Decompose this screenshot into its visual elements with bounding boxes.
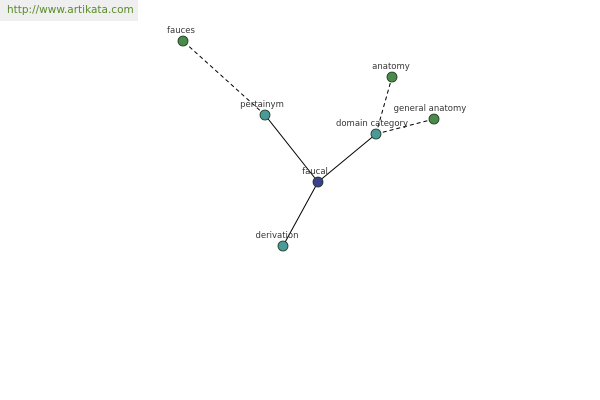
watermark-link[interactable]: http://www.artikata.com	[7, 4, 134, 16]
edge-faucal-to-derivation	[282, 181, 319, 247]
edge-faucal-to-pertainym	[264, 114, 319, 183]
edge-faucal-to-domain-category	[317, 133, 377, 183]
edge-pertainym-to-fauces	[182, 40, 266, 116]
node-layer	[177, 35, 440, 252]
node-domain-category[interactable]	[370, 128, 382, 140]
node-label-pertainym: pertainym	[240, 100, 284, 110]
node-label-derivation: derivation	[255, 231, 298, 241]
edge-domain-category-to-anatomy	[375, 76, 393, 135]
watermark-banner: http://www.artikata.com	[0, 0, 138, 21]
node-anatomy[interactable]	[386, 71, 398, 83]
node-pertainym[interactable]	[259, 109, 271, 121]
node-label-general-anatomy: general anatomy	[394, 104, 467, 114]
edge-domain-category-to-general-anatomy	[375, 118, 435, 135]
node-fauces[interactable]	[177, 35, 189, 47]
node-label-domain-category: domain category	[336, 119, 408, 129]
label-layer: faucal pertainym domain category derivation…	[167, 26, 466, 241]
node-derivation[interactable]	[277, 240, 289, 252]
edge-layer	[182, 40, 435, 247]
node-general-anatomy[interactable]	[428, 113, 440, 125]
node-label-faucal: faucal	[302, 167, 328, 177]
node-label-anatomy: anatomy	[372, 62, 410, 72]
node-label-fauces: fauces	[167, 26, 195, 36]
node-faucal[interactable]	[312, 176, 324, 188]
